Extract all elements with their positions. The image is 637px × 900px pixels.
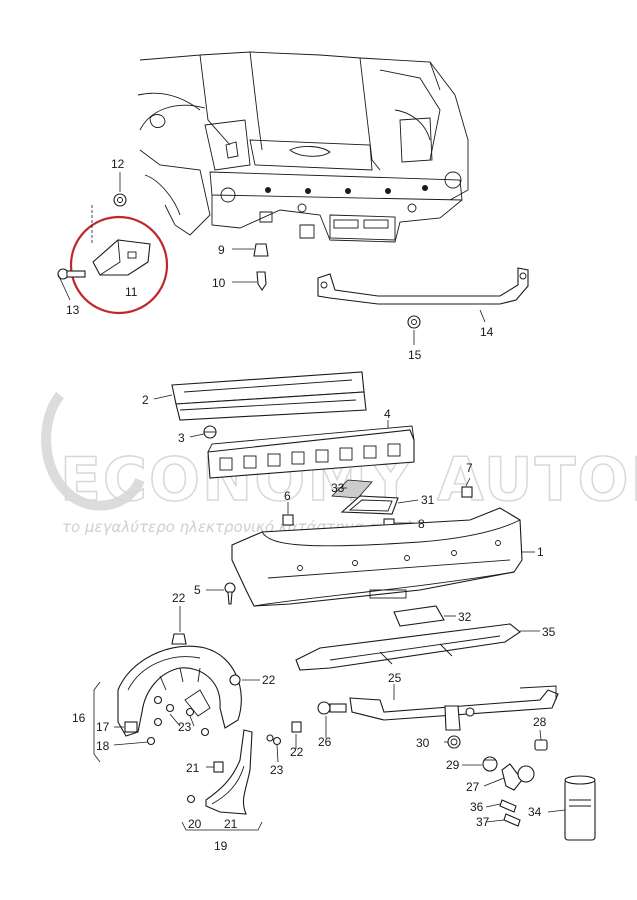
callout-35: 35 xyxy=(542,625,556,639)
callout-34: 34 xyxy=(528,805,542,819)
callout-32: 32 xyxy=(458,610,472,624)
callout-12: 12 xyxy=(111,157,125,171)
key-37 xyxy=(503,813,521,827)
callout-33: 33 xyxy=(331,481,345,495)
callout-17: 17 xyxy=(96,720,110,734)
callout-18: 18 xyxy=(96,739,110,753)
rear-body-shell xyxy=(137,51,469,243)
callout-22-right: 22 xyxy=(262,673,276,687)
callout-30: 30 xyxy=(416,736,430,750)
callout-11: 11 xyxy=(125,285,138,299)
clip-6 xyxy=(282,514,294,526)
socket-29 xyxy=(482,756,498,772)
callout-27: 27 xyxy=(466,780,480,794)
callout-28: 28 xyxy=(533,715,547,729)
highlight-circle xyxy=(69,215,169,315)
screw-23-flap xyxy=(272,736,282,746)
callout-10: 10 xyxy=(212,276,226,290)
clip-7 xyxy=(461,486,473,498)
rear-cross-member-14 xyxy=(317,267,529,305)
ring-30 xyxy=(447,735,461,749)
callout-22-top: 22 xyxy=(172,591,186,605)
callout-19: 19 xyxy=(214,839,228,853)
callout-14: 14 xyxy=(480,325,494,339)
callout-15: 15 xyxy=(408,348,422,362)
lock-36 xyxy=(499,799,517,813)
leader-lines xyxy=(57,172,566,831)
nut-12 xyxy=(113,193,127,207)
screw-20 xyxy=(186,794,196,804)
clip-10 xyxy=(256,271,267,291)
callout-25: 25 xyxy=(388,671,402,685)
callout-5: 5 xyxy=(194,583,201,597)
callout-26: 26 xyxy=(318,735,332,749)
callout-2: 2 xyxy=(142,393,149,407)
callout-29: 29 xyxy=(446,758,460,772)
callout-4: 4 xyxy=(384,407,391,421)
spray-can-34 xyxy=(564,775,596,841)
bumper-cover-1 xyxy=(231,507,523,607)
diffuser-35 xyxy=(295,623,521,671)
callout-8: 8 xyxy=(418,517,425,531)
mud-flap-21 xyxy=(205,729,253,815)
callout-37: 37 xyxy=(476,815,490,829)
bracket-11 xyxy=(92,239,151,276)
callout-23-flap: 23 xyxy=(270,763,284,777)
energy-absorber-4 xyxy=(207,425,415,479)
bolt-13 xyxy=(57,268,86,280)
reflector-frame-31 xyxy=(340,495,399,515)
clip-22-flap xyxy=(291,721,302,733)
callout-9: 9 xyxy=(218,243,225,257)
clip-22-top xyxy=(171,633,187,645)
ball-head-27 xyxy=(501,763,535,791)
reflector-33 xyxy=(331,479,373,499)
tow-eye-cover-32 xyxy=(393,605,445,627)
callout-31: 31 xyxy=(421,493,435,507)
callout-23-liner: 23 xyxy=(178,720,192,734)
screw-3 xyxy=(203,425,217,439)
bumper-beam-2 xyxy=(171,371,367,421)
callout-36: 36 xyxy=(470,800,484,814)
tow-hitch-crossbar-25 xyxy=(349,685,559,731)
callout-20: 20 xyxy=(188,817,202,831)
nut-15 xyxy=(407,315,421,329)
cap-28 xyxy=(534,739,548,751)
screw-22-flap xyxy=(266,734,274,742)
clip-22-right xyxy=(229,674,241,686)
screw-5 xyxy=(224,582,236,605)
callout-13: 13 xyxy=(66,303,80,317)
callout-6: 6 xyxy=(284,489,291,503)
callout-labels: 12 9 10 11 13 14 15 2 3 4 7 33 31 6 8 1 … xyxy=(66,157,556,853)
callout-1: 1 xyxy=(537,545,544,559)
callout-7: 7 xyxy=(466,461,473,475)
callout-21-group: 21 xyxy=(224,817,238,831)
bolt-26 xyxy=(317,701,347,715)
clip-9 xyxy=(253,243,269,257)
callout-21-flap: 21 xyxy=(186,761,200,775)
callout-22-flap: 22 xyxy=(290,745,304,759)
callout-16: 16 xyxy=(72,711,86,725)
screws-23 xyxy=(146,695,210,746)
callout-3: 3 xyxy=(178,431,185,445)
